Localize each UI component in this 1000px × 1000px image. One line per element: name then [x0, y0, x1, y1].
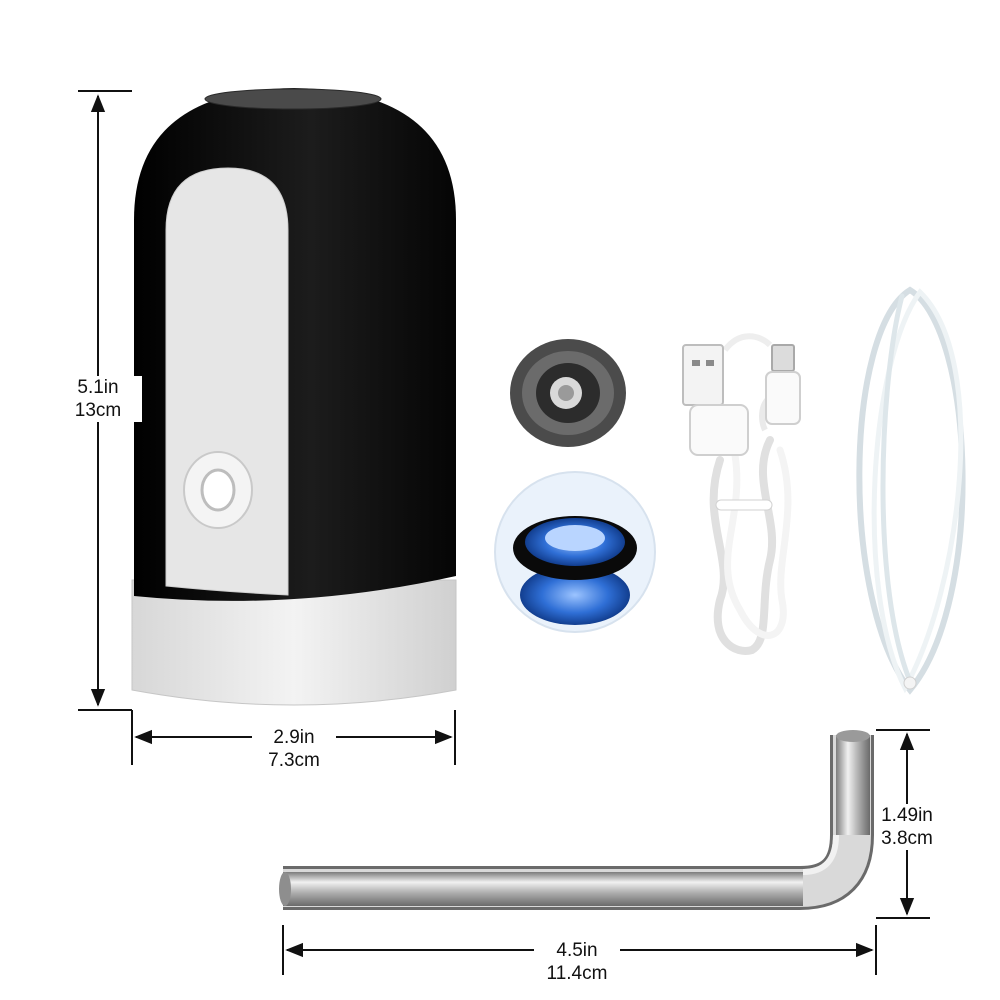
tube-length-imperial: 4.5in: [556, 940, 598, 961]
width-imperial: 2.9in: [273, 727, 315, 748]
tube-height-label: 1.49in 3.8cm: [876, 804, 938, 850]
height-label: 5.1in 13cm: [54, 376, 142, 422]
pump-water-outlet: [183, 451, 253, 529]
tube-length-metric: 11.4cm: [546, 963, 608, 984]
width-label: 2.9in 7.3cm: [252, 726, 336, 772]
usb-charging-cable: [682, 333, 801, 655]
stainless-steel-tube: [279, 730, 874, 910]
tube-height-imperial: 1.49in: [881, 805, 933, 826]
pump-side-panel: [165, 167, 289, 596]
silicone-hose: [856, 286, 966, 695]
micro-usb-plug: [765, 344, 801, 425]
tube-height-metric: 3.8cm: [881, 828, 933, 849]
height-metric: 13cm: [74, 400, 122, 421]
tube-length-label: 4.5in 11.4cm: [534, 939, 620, 985]
width-metric: 7.3cm: [268, 750, 320, 771]
cable-tie: [715, 499, 773, 511]
height-imperial: 5.1in: [77, 377, 119, 398]
pump-white-base: [131, 579, 457, 706]
pump-top-cap: [204, 88, 382, 110]
dark-adapter-ring: [510, 339, 626, 447]
bottle-cap-adapter: [494, 471, 656, 633]
water-pump: [131, 88, 457, 706]
usb-a-plug: [682, 344, 749, 456]
